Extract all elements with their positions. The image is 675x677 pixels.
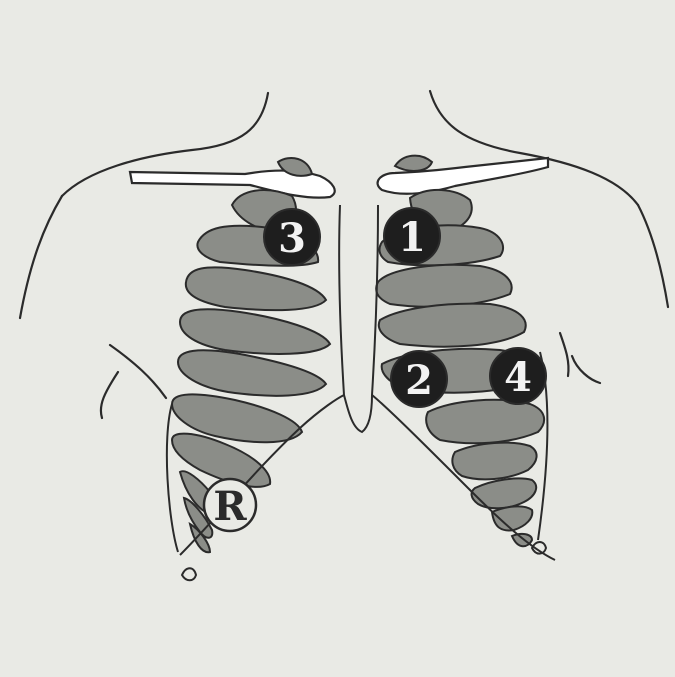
marker-1-label: 1 — [398, 214, 426, 261]
rib-right-4 — [376, 265, 511, 307]
marker-4-label: 4 — [504, 354, 532, 401]
rib-right-7 — [426, 400, 544, 443]
marker-3-label: 3 — [278, 215, 306, 262]
marker-2-label: 2 — [405, 357, 433, 404]
marker-1: 1 — [384, 208, 440, 264]
marker-3: 3 — [264, 209, 320, 265]
marker-2: 2 — [391, 351, 447, 407]
marker-r: R — [204, 479, 256, 531]
marker-r-label: R — [213, 483, 247, 530]
marker-4: 4 — [490, 348, 546, 404]
